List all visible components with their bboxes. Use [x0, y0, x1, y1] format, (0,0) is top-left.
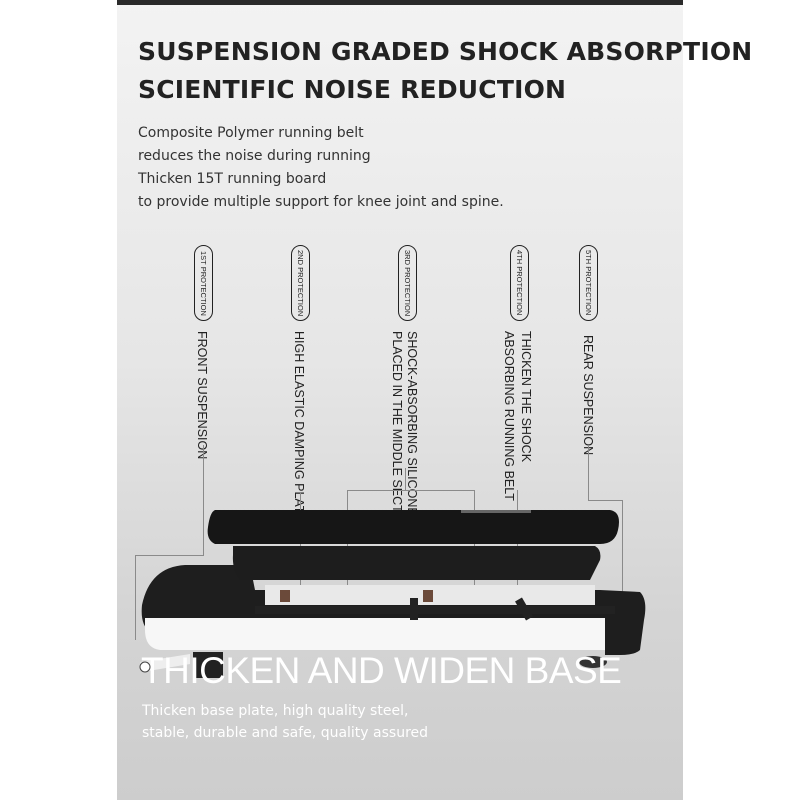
intro-line: Thicken 15T running board — [138, 171, 327, 187]
leader-line — [622, 500, 623, 600]
base-frame — [139, 565, 646, 678]
protection-label-3b: PLACED IN THE MIDDLE SECTION — [390, 331, 404, 535]
damping-plate — [232, 546, 601, 580]
leader-line — [588, 500, 622, 501]
leader-line — [405, 468, 406, 490]
leader-line — [135, 555, 204, 556]
protection-label-4b: ABSORBING RUNNING BELT — [502, 331, 516, 501]
protection-label-3a: SHOCK-ABSORBING SILICONE — [405, 331, 419, 516]
intro-line: to provide multiple support for knee joi… — [138, 194, 504, 210]
protection-badge-5: 5TH PROTECTION — [579, 245, 598, 321]
base-desc-line: Thicken base plate, high quality steel, — [142, 703, 409, 719]
protection-badge-1: 1ST PROTECTION — [194, 245, 213, 321]
leader-line — [135, 555, 136, 640]
intro-line: reduces the noise during running — [138, 148, 371, 164]
base-title: THICKEN AND WIDEN BASE — [141, 650, 622, 691]
intro-line: Composite Polymer running belt — [138, 125, 364, 141]
leader-line — [588, 445, 589, 500]
protection-label-2: HIGH ELASTIC DAMPING PLATE — [292, 331, 306, 522]
heading-line-1: SUSPENSION GRADED SHOCK ABSORPTION — [138, 37, 753, 66]
protection-label-4a: THICKEN THE SHOCK — [519, 331, 533, 463]
leader-line — [347, 490, 475, 491]
leader-line — [203, 445, 204, 555]
running-board — [207, 510, 620, 544]
protection-label-1: FRONT SUSPENSION — [195, 331, 209, 460]
top-bar — [117, 0, 683, 5]
protection-badge-4: 4TH PROTECTION — [510, 245, 529, 321]
protection-badge-2: 2ND PROTECTION — [291, 245, 310, 321]
heading-line-2: SCIENTIFIC NOISE REDUCTION — [138, 75, 567, 104]
protection-label-5: REAR SUSPENSION — [581, 335, 595, 456]
base-desc-line: stable, durable and safe, quality assure… — [142, 725, 429, 741]
protection-badge-3: 3RD PROTECTION — [398, 245, 417, 321]
